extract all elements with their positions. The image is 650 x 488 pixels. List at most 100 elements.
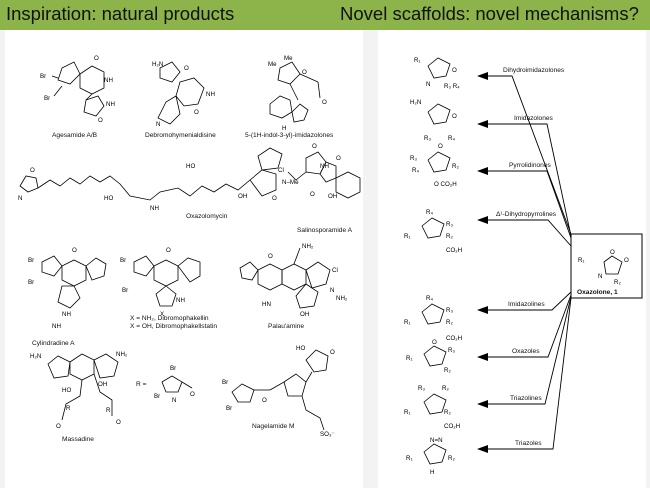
svg-text:O: O	[272, 195, 277, 202]
label-dibromophakellin: X = NH₂, Dibromophakellin	[130, 315, 209, 322]
svg-text:R₁: R₁	[406, 455, 413, 462]
svg-text:R: R	[66, 405, 71, 412]
scaffold-label-imidazolones: Imidazolones	[514, 115, 554, 122]
scaffold-label-triazoles: Triazoles	[515, 440, 542, 447]
scaffold-label-pyrrolidinones: Pyrrolidinones	[509, 162, 551, 169]
svg-text:R₂: R₂	[614, 279, 621, 286]
svg-text:NH₂: NH₂	[116, 351, 128, 358]
svg-text:R₂: R₂	[452, 163, 459, 170]
svg-text:OH: OH	[98, 381, 107, 388]
svg-text:Br: Br	[226, 405, 232, 412]
svg-text:R₁: R₁	[406, 355, 413, 362]
label-dibromophakellstatin: X = OH, Dibromophakellstatin	[130, 323, 217, 330]
svg-text:CO₂H: CO₂H	[444, 423, 460, 430]
structure-debromohymenialdisine: H₂N O NH N O	[152, 61, 215, 128]
label-indolyl-imidazolones: 5-(1H-indol-3-yl)-imidazolones	[245, 132, 334, 139]
svg-text:NH₂: NH₂	[302, 243, 314, 250]
svg-text:HO: HO	[296, 345, 305, 352]
arrow-oxazoles	[477, 294, 572, 361]
label-agesamide: Agesamide A/B	[52, 132, 98, 139]
svg-text:CO₂H: CO₂H	[446, 247, 462, 254]
svg-text:O: O	[438, 143, 443, 150]
svg-text:O CO₂H: O CO₂H	[434, 181, 457, 188]
svg-text:NH: NH	[176, 297, 185, 304]
svg-text:R₄: R₄	[448, 135, 455, 142]
svg-text:O: O	[452, 67, 457, 74]
svg-text:R₁: R₁	[404, 233, 411, 240]
structure-nagelamide: Br Br O HO O SO₃⁻	[222, 345, 335, 438]
scaffold-structure-triazole: N=N R₁ R₂ H	[406, 437, 455, 476]
structure-agesamide: Br Br O NH NH O	[40, 55, 115, 124]
svg-text:R₂: R₂	[446, 319, 453, 326]
svg-text:O: O	[184, 65, 189, 72]
svg-text:O: O	[30, 167, 35, 174]
svg-text:O: O	[610, 249, 615, 256]
arrow-triazoles	[477, 297, 572, 453]
svg-text:OH: OH	[328, 193, 337, 200]
svg-text:R₂: R₂	[444, 367, 451, 374]
label-cylindradine: Cylindradine A	[32, 340, 75, 347]
svg-text:H: H	[282, 125, 286, 132]
svg-text:Br: Br	[222, 379, 228, 386]
svg-text:O: O	[336, 155, 341, 162]
svg-text:Me: Me	[268, 61, 277, 68]
svg-text:R₁: R₁	[404, 319, 411, 326]
label-debromohymenialdisine: Debromohymenialdisine	[145, 132, 216, 139]
svg-text:O: O	[166, 247, 171, 254]
massadine-r-label: R =	[136, 381, 147, 388]
label-palauamine: Palau'amine	[268, 323, 304, 330]
svg-text:O: O	[302, 69, 307, 76]
svg-text:R₃: R₃	[446, 307, 453, 314]
svg-text:O: O	[452, 113, 457, 120]
svg-text:N: N	[18, 195, 22, 202]
svg-text:H₂N: H₂N	[152, 61, 163, 68]
oxazolone-hub-box	[570, 233, 643, 299]
scaffold-structure-pyrrolidinone: R₃ R₄ O R₂ O CO₂H	[410, 143, 459, 188]
arrow-dihydroimidazolones	[477, 72, 572, 235]
svg-text:NH: NH	[320, 163, 329, 170]
svg-text:X: X	[160, 311, 164, 318]
svg-text:O: O	[94, 55, 99, 62]
svg-text:HO: HO	[104, 195, 113, 202]
scaffold-structure-dihydropyrroline: R₄ R₃ R₁ R₂ CO₂H	[404, 209, 462, 254]
arrow-triazolines	[477, 296, 572, 408]
svg-text:Br: Br	[40, 73, 46, 80]
svg-text:NH₂: NH₂	[336, 295, 348, 302]
svg-text:N=N: N=N	[430, 437, 443, 444]
title-banner: Inspiration: natural products Novel scaf…	[0, 0, 650, 30]
svg-text:N–Me: N–Me	[282, 179, 299, 186]
svg-text:H₂N: H₂N	[410, 99, 421, 106]
scaffold-label-imidazolines: Imidazolines	[508, 301, 545, 308]
label-oxazolomycin: Oxazolomycin	[186, 213, 228, 220]
svg-text:N: N	[330, 287, 334, 294]
svg-text:Cl: Cl	[332, 267, 338, 274]
structure-palauamine: NH₂ O Cl N NH₂ HN OH	[239, 243, 348, 318]
svg-text:R₄: R₄	[426, 209, 433, 216]
svg-text:R₂: R₂	[446, 233, 453, 240]
svg-text:Br: Br	[120, 257, 126, 264]
svg-text:SO₃⁻: SO₃⁻	[320, 431, 335, 438]
svg-text:Cl: Cl	[278, 167, 284, 174]
scaffold-structure-triazoline: R₃ R₂ R₁ R₂ CO₂H	[404, 385, 460, 430]
scaffold-structure-oxazole: R₁ O R₃ R₂	[406, 339, 455, 374]
svg-text:O: O	[262, 397, 267, 404]
arrow-imidazolones	[477, 120, 572, 237]
svg-text:R₃: R₃	[410, 155, 417, 162]
svg-text:R₄: R₄	[426, 295, 433, 302]
svg-text:H₂N: H₂N	[30, 353, 41, 360]
svg-text:NH: NH	[52, 323, 61, 330]
svg-text:O: O	[98, 117, 103, 124]
svg-text:R₂: R₂	[442, 385, 449, 392]
svg-text:NH: NH	[106, 101, 115, 108]
arrow-pyrrolidinones	[477, 167, 572, 239]
svg-text:Br: Br	[28, 257, 34, 264]
svg-text:R₁: R₁	[404, 409, 411, 416]
svg-text:NH: NH	[62, 311, 71, 318]
arrow-imidazolines	[477, 291, 572, 314]
svg-text:Br: Br	[170, 365, 176, 372]
structure-massadine: H₂N NH₂ HO OH O R O R	[30, 351, 128, 430]
svg-text:Br: Br	[28, 279, 34, 286]
svg-text:Me: Me	[284, 55, 293, 62]
svg-text:O: O	[322, 99, 327, 106]
left-title: Inspiration: natural products	[6, 3, 235, 24]
